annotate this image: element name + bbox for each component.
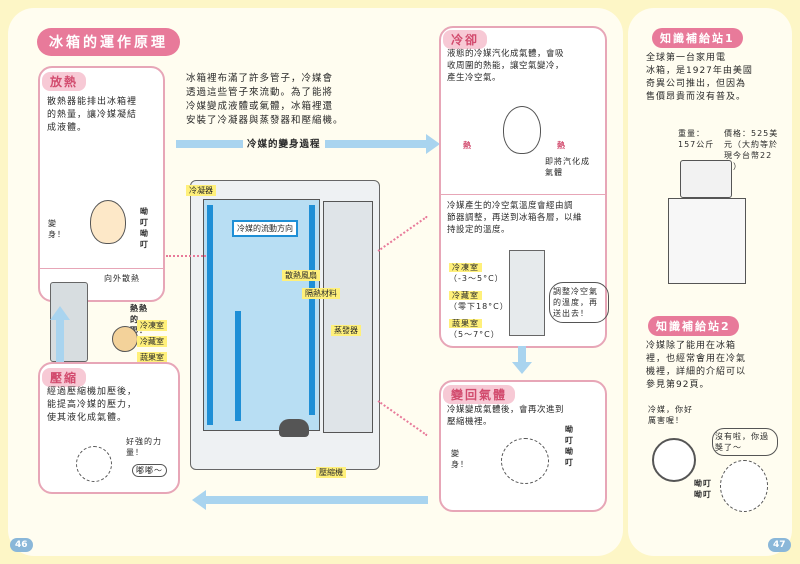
flow-label: 冷媒的變身過程 [243, 138, 325, 152]
fridge-door-panel [323, 201, 373, 433]
vintage-compressor-illustration [680, 160, 732, 198]
cool-tag: 冷卻 [443, 30, 488, 49]
heat-sfx-left: 變身！ [48, 219, 66, 239]
evaporating-drop-illustration [503, 106, 541, 154]
gas-sfx-right: 呦叮呦叮 [565, 425, 574, 467]
fridge-compartments-illustration [509, 250, 545, 336]
label-freezer: 冷凍室 [137, 320, 167, 331]
station2-tag: 知識補給站2 [648, 316, 739, 336]
gas-cloud-illustration [501, 438, 549, 484]
return-arrow [206, 496, 428, 504]
cool-note: 即將汽化成氣體 [545, 157, 590, 177]
gas-sfx-left: 變身！ [451, 449, 469, 469]
compress-speech: 好強的力量！ [126, 437, 162, 457]
regulate-chill: 冷藏室（零下18°C） [449, 291, 509, 311]
regulate-text: 冷媒產生的冷空氣溫度會經由調 節器調整，再送到冰箱各層，以維 持設定的溫度。 [447, 201, 583, 235]
station2-speech1: 冷媒，你好厲害喔！ [648, 405, 693, 425]
cool-down-arrow [518, 346, 526, 364]
cool-fx-hot: 熱 [463, 141, 472, 150]
label-condenser: 冷凝器 [186, 185, 216, 196]
refrigerant-drop-illustration [90, 200, 126, 244]
label-compressor: 壓縮機 [316, 467, 346, 478]
regulate-veg: 蔬果室（5～7°C） [449, 319, 500, 339]
station1-weight: 重量：157公斤 [678, 129, 715, 149]
heat-box: 放熱 散熱器能排出冰箱裡 的熱量，讓冷媒凝結 成液體。 變身！ 呦叮呦叮 向外散… [38, 66, 165, 362]
station2-sfx: 呦叮呦叮 [694, 479, 712, 499]
station1-tag: 知識補給站1 [652, 28, 743, 48]
gas-tag: 變回氣體 [443, 385, 516, 404]
station1-text: 全球第一台家用電 冰箱，是1927年由美國 奇異公司推出，但因為 售價昂貴而沒有… [646, 53, 753, 102]
character-illustration [112, 326, 138, 352]
cool-box: 冷卻 液態的冷媒汽化成氣體，會吸 收周圍的熱能，讓空氣變冷， 產生冷空氣。 熱 … [439, 26, 609, 348]
page-number-left: 46 [10, 538, 33, 552]
label-chill: 冷藏室 [137, 336, 167, 347]
regulate-freezer: 冷凍室（-3～5°C） [449, 263, 504, 283]
refrigerant-gas-illustration [720, 460, 768, 512]
label-insulation: 隔熱材料 [302, 288, 340, 299]
cool-fx-hot2: 熱 [557, 141, 566, 150]
cool-text: 液態的冷媒汽化成氣體，會吸 收周圍的熱能，讓空氣變冷， 產生冷空氣。 [447, 49, 565, 83]
label-flow-direction: 冷媒的流動方向 [232, 220, 298, 237]
station1-price: 價格：525美元（大約等於現今台幣22萬） [724, 129, 779, 171]
regulate-speech: 調整冷空氣的溫度，再送出去！ [549, 282, 609, 323]
compress-text: 經過壓縮機加壓後， 能提高冷媒的壓力， 使其液化成氣體。 [47, 387, 138, 423]
gas-box: 變回氣體 冷媒變成氣體後，會再次進到 壓縮機裡。 變身！ 呦叮呦叮 [439, 380, 607, 512]
compress-sfx: 嘟嘟～ [132, 464, 167, 477]
heat-sfx-right: 呦叮呦叮 [140, 207, 149, 249]
station2-text: 冷媒除了能用在冰箱 裡，也經常會用在冷氣 機裡，詳細的介紹可以 參見第92頁。 [646, 341, 747, 390]
heat-divider [40, 268, 163, 269]
compress-tag: 壓縮 [42, 368, 87, 387]
vintage-fridge-illustration [668, 198, 746, 284]
character-illustration-right [652, 438, 696, 482]
label-veg: 蔬果室 [137, 352, 167, 363]
intro-text: 冰箱裡布滿了許多管子，冷媒會 透過這些管子來流動。為了能將 冷媒變成液體或氣體，… [186, 73, 344, 126]
page-number-right: 47 [768, 538, 791, 552]
gas-text: 冷媒變成氣體後，會再次進到 壓縮機裡。 [447, 405, 565, 427]
page-title: 冰箱的運作原理 [37, 28, 180, 56]
cool-divider [441, 194, 605, 195]
compress-up-arrowhead [50, 306, 70, 320]
return-arrowhead [192, 490, 206, 510]
compress-up-arrow [56, 318, 64, 364]
compressed-gas-illustration [76, 446, 112, 482]
label-fan: 散熱風扇 [282, 270, 320, 281]
heat-tag: 放熱 [42, 72, 87, 91]
heat-outside-label: 向外散熱 [104, 274, 140, 283]
fridge-interior [203, 199, 320, 431]
heat-text: 散熱器能排出冰箱裡 的熱量，讓冷媒凝結 成液體。 [47, 97, 138, 133]
pipe-left [207, 205, 213, 425]
flow-arrowhead [426, 134, 440, 154]
cool-down-arrowhead [512, 362, 532, 374]
pipe-right [309, 205, 315, 415]
pipe-mid [235, 311, 241, 421]
connector-heat [166, 255, 206, 257]
compressor-illustration [279, 419, 309, 437]
compress-box: 壓縮 經過壓縮機加壓後， 能提高冷媒的壓力， 使其液化成氣體。 好強的力量！ 嘟… [38, 362, 180, 494]
label-evaporator: 蒸發器 [331, 325, 361, 336]
station2-speech2: 沒有啦，你過獎了～ [712, 428, 778, 456]
